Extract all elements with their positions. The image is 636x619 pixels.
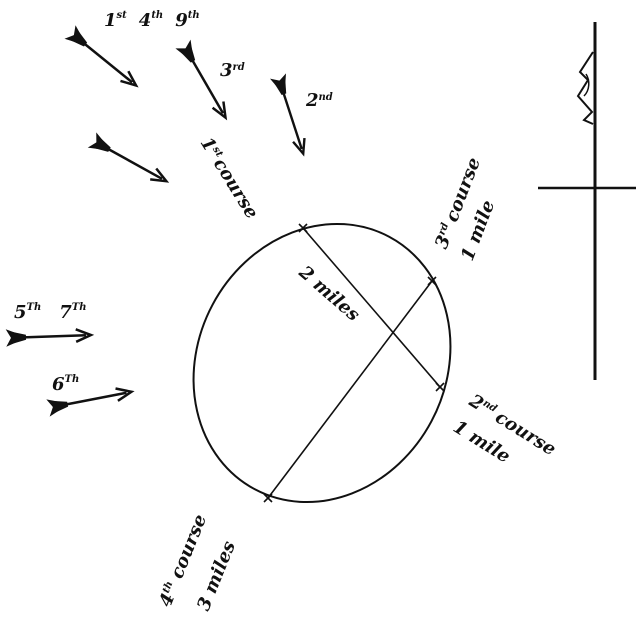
station-marker (427, 276, 437, 286)
arrow-icon (63, 23, 143, 94)
arrow-icon (268, 72, 313, 158)
station-marker (435, 382, 445, 392)
course-label-first: 1stcourse (196, 134, 263, 223)
chord-label: 2 miles (294, 261, 364, 325)
course-ellipse (192, 222, 452, 504)
station-marker (263, 493, 273, 503)
weathervane-icon (538, 22, 636, 380)
arrow-label-6th: 6Th (52, 374, 79, 395)
arrow-icon (4, 325, 93, 348)
chord-long (267, 280, 433, 499)
arrow-icon (86, 131, 172, 191)
arrow-label-2nd: 2nd (305, 90, 333, 111)
station-marker (298, 223, 308, 233)
chord-two-miles (302, 227, 441, 388)
course-distance-fourth: 3 miles (193, 538, 240, 614)
arrow-label-3rd: 3rd (220, 60, 245, 81)
